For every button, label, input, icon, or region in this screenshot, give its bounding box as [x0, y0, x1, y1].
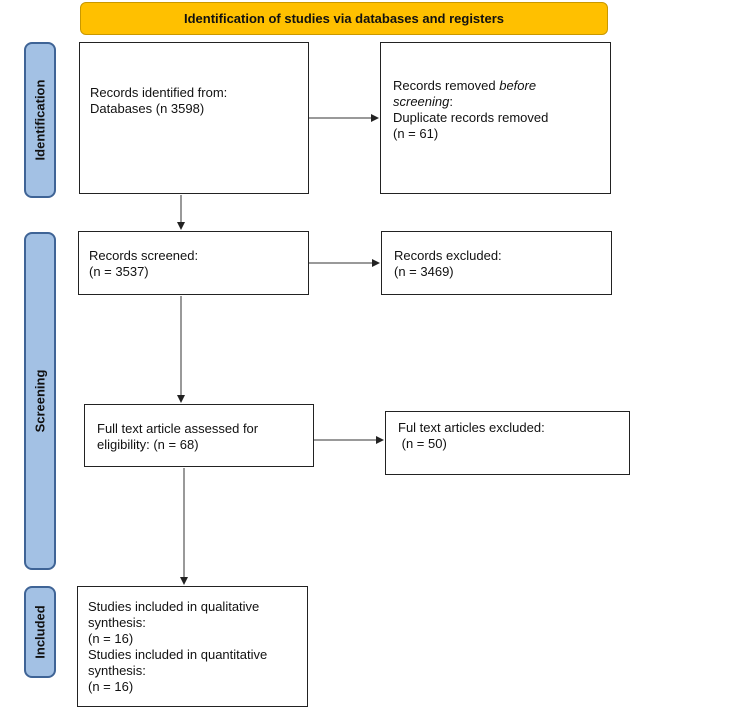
studies-included-line1: Studies included in qualitative — [88, 599, 260, 614]
studies-included-line5: synthesis: — [88, 663, 146, 678]
records-removed-line1-a: Records removed — [393, 78, 500, 93]
records-identified-line2: Databases (n 3598) — [90, 101, 205, 116]
records-removed-line1: Records removed before — [393, 78, 600, 94]
studies-included-line3: (n = 16) — [88, 631, 134, 646]
full-text-assessed-box: Full text article assessed for eligibili… — [84, 404, 314, 467]
records-screened-box: Records screened: (n = 3537) — [78, 231, 309, 295]
records-removed-line3: Duplicate records removed — [393, 110, 549, 125]
studies-included-line4: Studies included in quantitative — [88, 647, 268, 662]
studies-included-line2: synthesis: — [88, 615, 146, 630]
full-text-excluded-line1: Ful text articles excluded: — [398, 420, 545, 435]
stage-screening: Screening — [24, 232, 56, 570]
records-removed-box: Records removed before screening: Duplic… — [380, 42, 611, 194]
header-banner: Identification of studies via databases … — [80, 2, 608, 35]
full-text-assessed-line1: Full text article assessed for — [97, 421, 259, 436]
records-removed-line4: (n = 61) — [393, 126, 439, 141]
records-removed-line1-b: before — [499, 78, 537, 93]
full-text-excluded-box: Ful text articles excluded: (n = 50) — [385, 411, 630, 475]
records-removed-line2: screening: — [393, 94, 600, 110]
stage-identification: Identification — [24, 42, 56, 198]
records-excluded-box: Records excluded: (n = 3469) — [381, 231, 612, 295]
records-identified-box: Records identified from: Databases (n 35… — [79, 42, 309, 194]
studies-included-line6: (n = 16) — [88, 679, 134, 694]
records-removed-line2-a: screening — [393, 94, 450, 109]
banner-title: Identification of studies via databases … — [183, 11, 505, 26]
records-excluded-line1: Records excluded: — [394, 248, 502, 263]
records-screened-line2: (n = 3537) — [89, 264, 149, 279]
records-removed-line2-b: : — [449, 94, 453, 109]
stage-included: Included — [24, 586, 56, 678]
full-text-excluded-line2: (n = 50) — [398, 436, 447, 451]
full-text-assessed-line2: eligibility: (n = 68) — [97, 437, 199, 452]
records-identified-line1: Records identified from: — [90, 85, 228, 100]
records-excluded-line2: (n = 3469) — [394, 264, 454, 279]
records-screened-line1: Records screened: — [89, 248, 199, 263]
studies-included-box: Studies included in qualitative synthesi… — [77, 586, 308, 707]
